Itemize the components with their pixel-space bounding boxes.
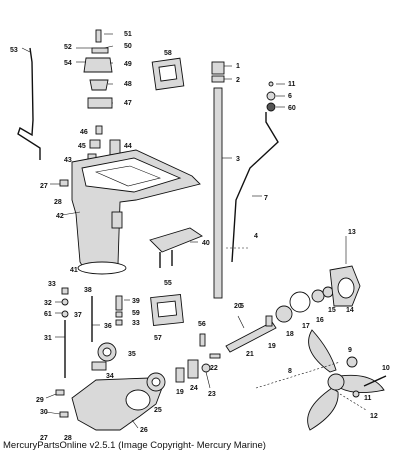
- screws-55: [159, 250, 173, 268]
- callout-31: 31: [44, 335, 52, 342]
- callout-8: 8: [288, 368, 292, 375]
- drive-shaft-housing-42: [61, 149, 201, 273]
- callout-9: 9: [348, 347, 352, 354]
- callout-56: 56: [198, 321, 206, 328]
- callout-36: 36: [104, 323, 112, 330]
- callout-27a: 27: [40, 183, 48, 190]
- callout-59: 59: [132, 310, 140, 317]
- callout-42: 42: [56, 213, 64, 220]
- bearing-35: [91, 342, 117, 371]
- callout-2: 2: [236, 77, 240, 84]
- drive-shaft-3: [211, 61, 232, 299]
- callout-26: 26: [140, 427, 148, 434]
- callout-19a: 19: [268, 343, 276, 350]
- callout-51: 51: [124, 31, 132, 38]
- callout-4: 4: [254, 233, 258, 240]
- callout-33b: 33: [132, 320, 140, 327]
- callout-21: 21: [246, 351, 254, 358]
- callout-28b: 28: [64, 435, 72, 442]
- rod-31: [55, 287, 69, 378]
- shift-rod-53: [17, 47, 41, 160]
- label-57: [150, 294, 184, 326]
- callout-5: 5: [240, 303, 244, 310]
- bearing-carrier-stack: [265, 236, 361, 327]
- copyright-caption: MercuryPartsOnline v2.5.1 (Image Copyrig…: [3, 440, 266, 451]
- callout-41: 41: [70, 267, 78, 274]
- callout-55: 55: [164, 280, 172, 287]
- callout-11b: 11: [364, 395, 372, 402]
- callout-28a: 28: [54, 199, 62, 206]
- callout-24: 24: [190, 385, 198, 392]
- prop-shaft-21: [225, 315, 277, 353]
- callout-49: 49: [124, 61, 132, 68]
- callout-1: 1: [236, 63, 240, 70]
- callout-25: 25: [154, 407, 162, 414]
- callout-47: 47: [124, 100, 132, 107]
- gear-parts-19-24: [175, 359, 211, 389]
- callout-29: 29: [36, 397, 44, 404]
- propeller-8: [307, 329, 385, 431]
- callout-labels: 1 2 3 4 5 6 7 8 9 10 11 11 12 13 14 15 1…: [10, 31, 390, 442]
- callout-37: 37: [74, 312, 82, 319]
- callout-57: 57: [154, 335, 162, 342]
- callout-48: 48: [124, 81, 132, 88]
- bracket-40: [149, 227, 203, 253]
- screw-27-28: [50, 179, 69, 187]
- callout-60: 60: [288, 105, 296, 112]
- callout-14: 14: [346, 307, 354, 314]
- callout-53: 53: [10, 47, 18, 54]
- callout-10: 10: [382, 365, 390, 372]
- callout-6: 6: [288, 93, 292, 100]
- callout-23: 23: [208, 391, 216, 398]
- callout-7: 7: [264, 195, 268, 202]
- callout-17: 17: [302, 323, 310, 330]
- screws-lower-left: [45, 389, 69, 418]
- callout-32: 32: [44, 300, 52, 307]
- callout-22: 22: [210, 365, 218, 372]
- callout-39: 39: [132, 298, 140, 305]
- callout-15: 15: [328, 307, 336, 314]
- callout-58: 58: [164, 50, 172, 57]
- callout-46: 46: [80, 129, 88, 136]
- callout-12: 12: [370, 413, 378, 420]
- callout-13: 13: [348, 229, 356, 236]
- callout-16: 16: [316, 317, 324, 324]
- o-ring-41: [77, 261, 127, 275]
- callout-34: 34: [106, 373, 114, 380]
- small-parts-11-6-60: [266, 81, 285, 112]
- callout-52: 52: [64, 44, 72, 51]
- callout-50: 50: [124, 43, 132, 50]
- shift-parts-36-39: [91, 295, 130, 342]
- callout-45: 45: [78, 143, 86, 150]
- callout-20: 20: [234, 303, 242, 310]
- callout-38: 38: [84, 287, 92, 294]
- prop-hardware: [255, 356, 387, 411]
- gear-housing-26: [71, 377, 163, 431]
- callout-61: 61: [44, 311, 52, 318]
- callout-19b: 19: [176, 389, 184, 396]
- pin-56: [199, 333, 221, 359]
- shift-shaft-7: [231, 112, 279, 263]
- callout-11a: 11: [288, 81, 296, 88]
- parts-bag-icon: [151, 57, 185, 91]
- callout-18: 18: [286, 331, 294, 338]
- callout-27b: 27: [40, 435, 48, 442]
- callout-3: 3: [236, 156, 240, 163]
- callout-30: 30: [40, 409, 48, 416]
- callout-40: 40: [202, 240, 210, 247]
- callout-35: 35: [128, 351, 136, 358]
- callout-33a: 33: [48, 281, 56, 288]
- forward-gear-25: [146, 372, 166, 392]
- callout-54: 54: [64, 60, 72, 67]
- callout-43: 43: [64, 157, 72, 164]
- callout-44: 44: [124, 143, 132, 150]
